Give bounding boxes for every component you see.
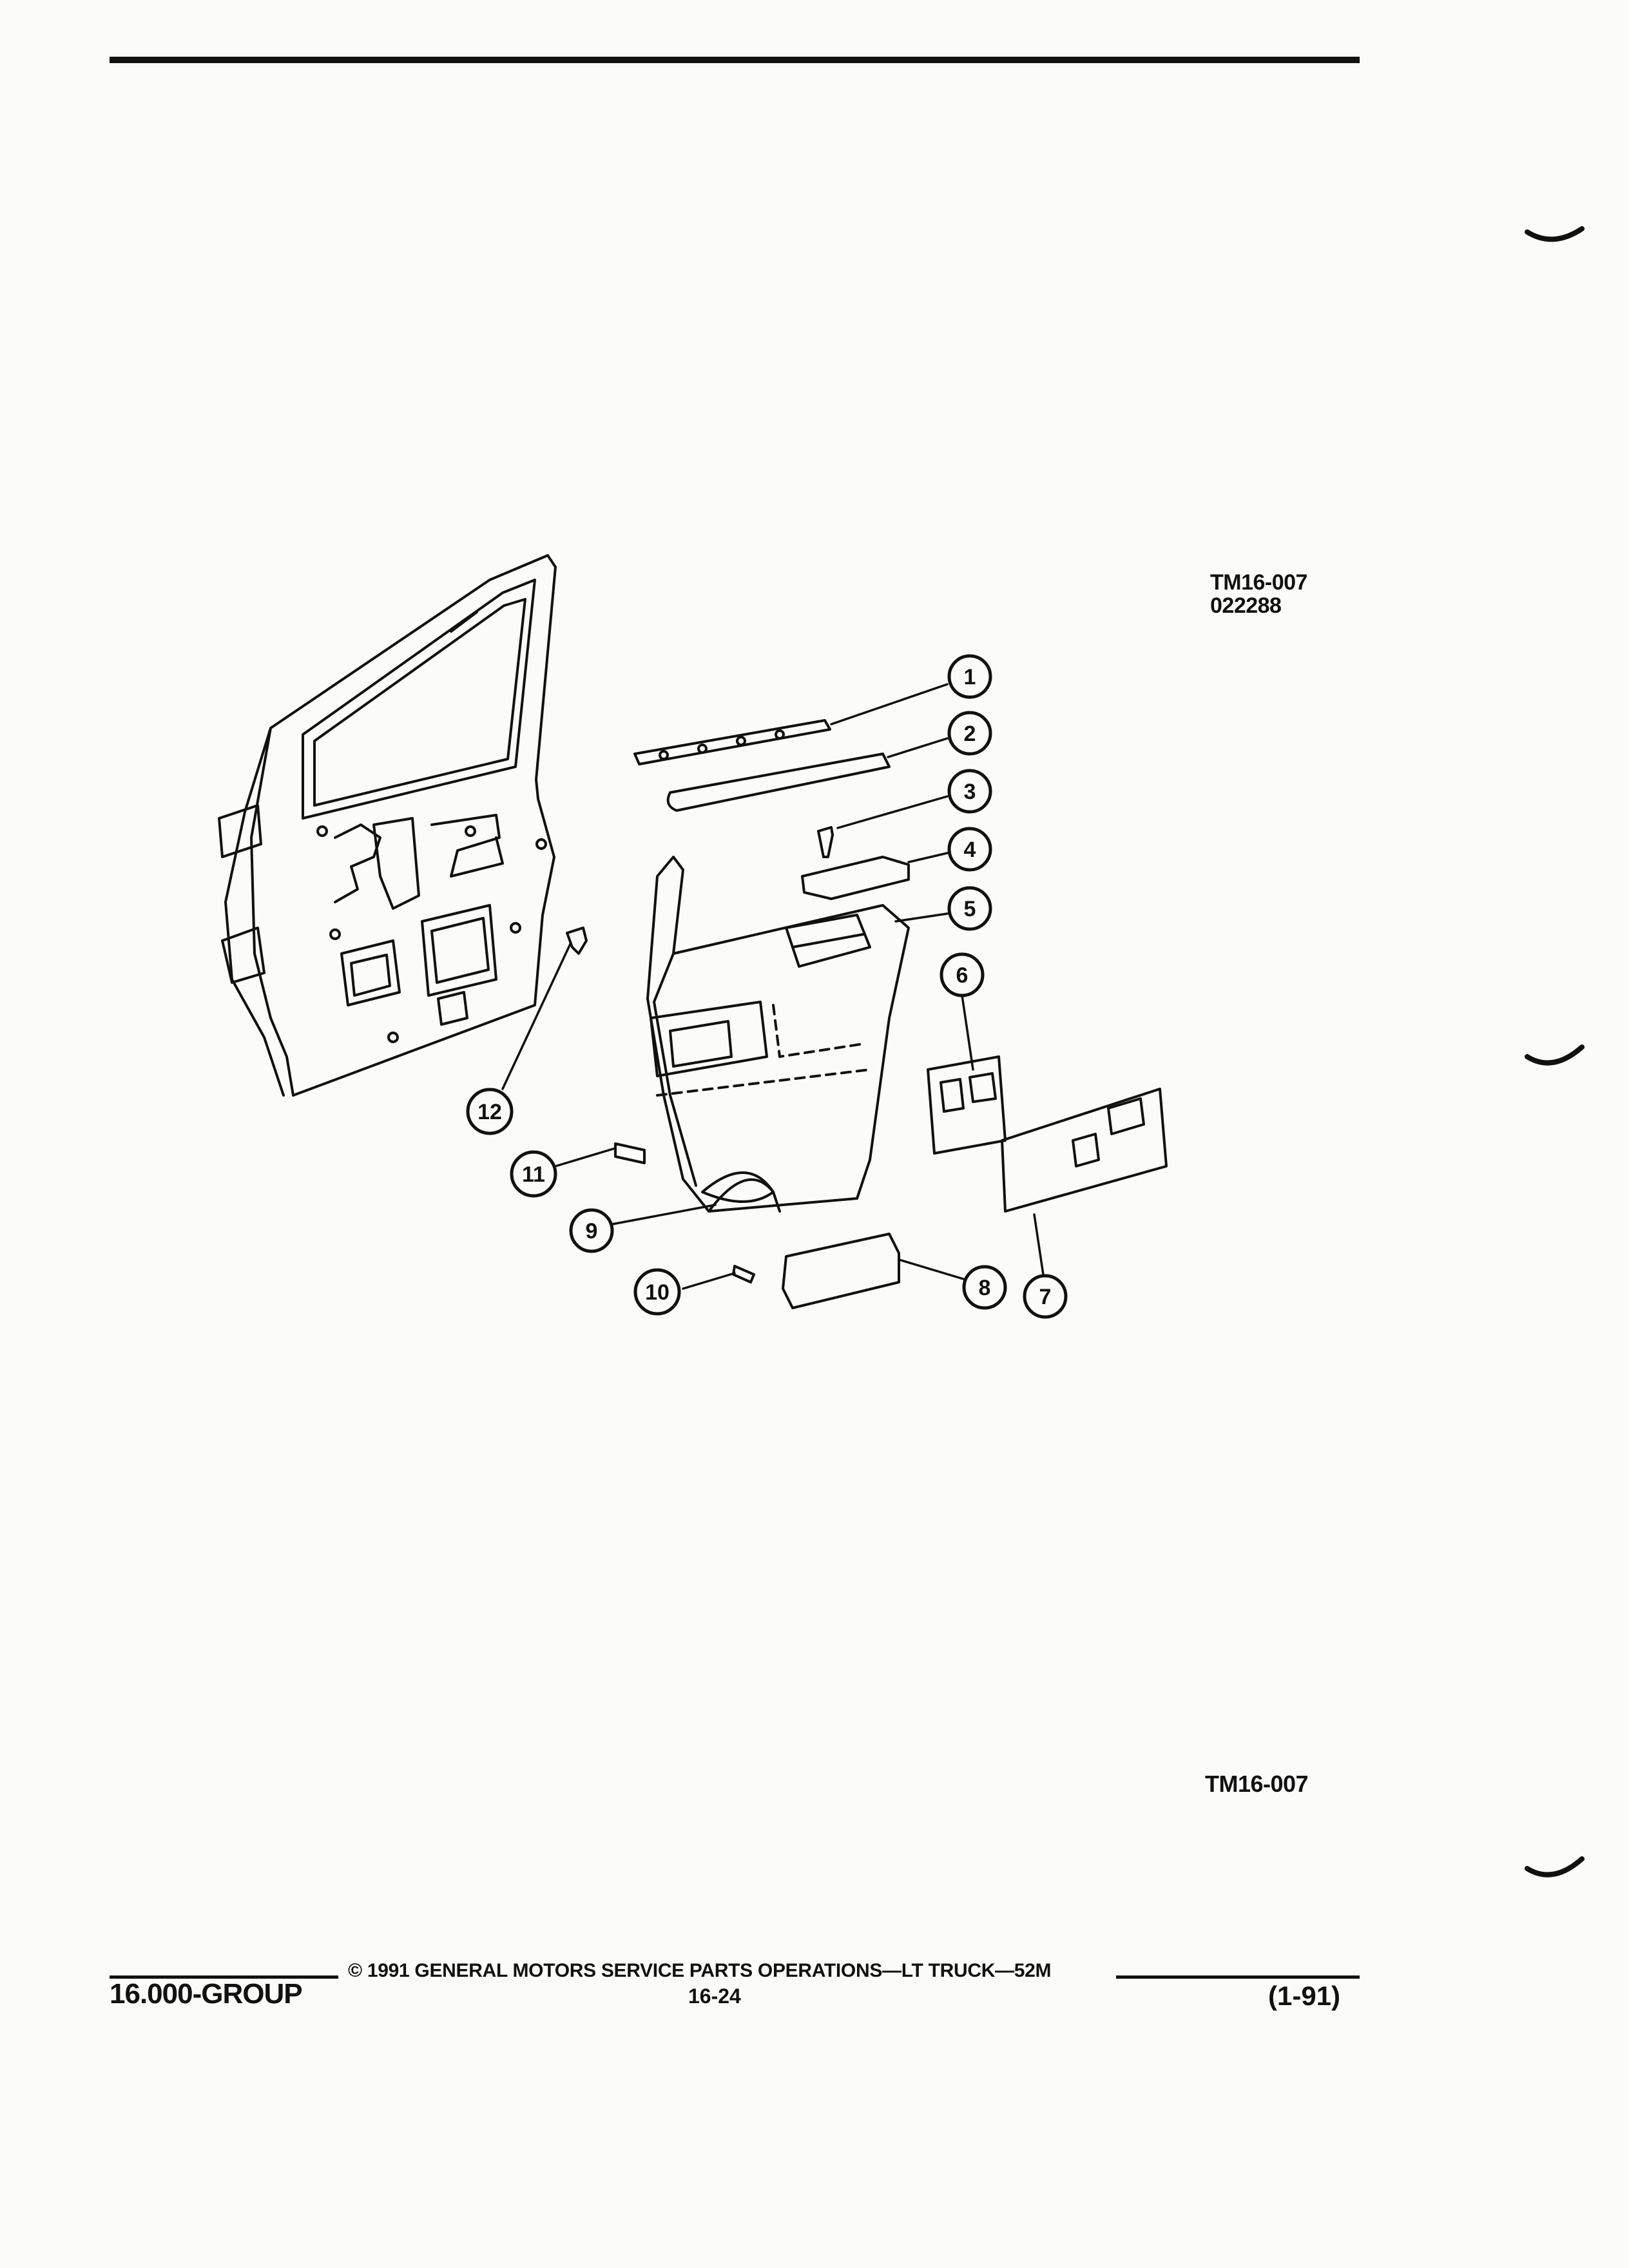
callout-4-label: 4 (964, 838, 976, 862)
part-5-trim-panel (646, 856, 910, 1213)
figure-id: TM16-007 (1210, 570, 1307, 595)
part-1-sealing-strip (633, 719, 831, 765)
callout-7: 7 (1023, 1274, 1068, 1319)
callout-5: 5 (947, 886, 992, 931)
callout-2: 2 (947, 711, 992, 756)
footer-rule-right (1116, 1975, 1360, 1979)
leader-lines (501, 683, 1045, 1290)
part-6-switch (927, 1055, 1007, 1155)
callout-11: 11 (510, 1150, 557, 1198)
callout-3-label: 3 (964, 780, 976, 804)
part-4-bracket (801, 856, 910, 900)
revision-date: (1-91) (1268, 1981, 1341, 2011)
figure-id-block: TM16-007 022288 (1210, 571, 1307, 617)
binder-marks (1525, 226, 1585, 1878)
part-3-screw (817, 826, 834, 858)
part-2-moulding (666, 753, 891, 812)
callout-4: 4 (947, 827, 992, 872)
callout-1-label: 1 (964, 665, 976, 689)
page-number: 16-24 (688, 1984, 741, 2008)
callout-5-label: 5 (964, 897, 976, 921)
part-10-screw (732, 1265, 755, 1283)
callout-10: 10 (633, 1268, 681, 1316)
callout-12-label: 12 (477, 1100, 502, 1124)
callout-10-label: 10 (645, 1280, 670, 1305)
top-rule (110, 57, 1360, 63)
callout-markers: 1 2 3 4 5 6 7 8 9 10 11 12 (466, 654, 1068, 1319)
part-7-bezel (1001, 1088, 1168, 1213)
figure-date-code: 022288 (1210, 593, 1282, 618)
callout-1: 1 (947, 654, 992, 699)
callout-12: 12 (466, 1088, 514, 1135)
callout-7-label: 7 (1039, 1285, 1052, 1309)
part-9-seal (701, 1171, 775, 1203)
callout-6-label: 6 (956, 963, 969, 988)
part-12-pin (566, 927, 588, 955)
group-label: 16.000-GROUP (110, 1978, 303, 2010)
footer-rule-left (110, 1975, 338, 1979)
copyright-notice: © 1991 GENERAL MOTORS SERVICE PARTS OPER… (348, 1960, 1052, 1981)
door-inner-panel (218, 554, 557, 1097)
callout-9-label: 9 (586, 1219, 598, 1244)
part-11-screw (614, 1142, 646, 1164)
callout-11-label: 11 (522, 1162, 545, 1187)
figure-id-bottom: TM16-007 (1205, 1771, 1309, 1797)
callout-9: 9 (569, 1208, 614, 1253)
callout-8-label: 8 (979, 1276, 991, 1300)
callout-2-label: 2 (964, 722, 976, 746)
callout-8: 8 (962, 1265, 1007, 1310)
part-8-handle-cup (782, 1233, 900, 1309)
callout-6: 6 (940, 952, 985, 997)
callout-3: 3 (947, 769, 992, 814)
